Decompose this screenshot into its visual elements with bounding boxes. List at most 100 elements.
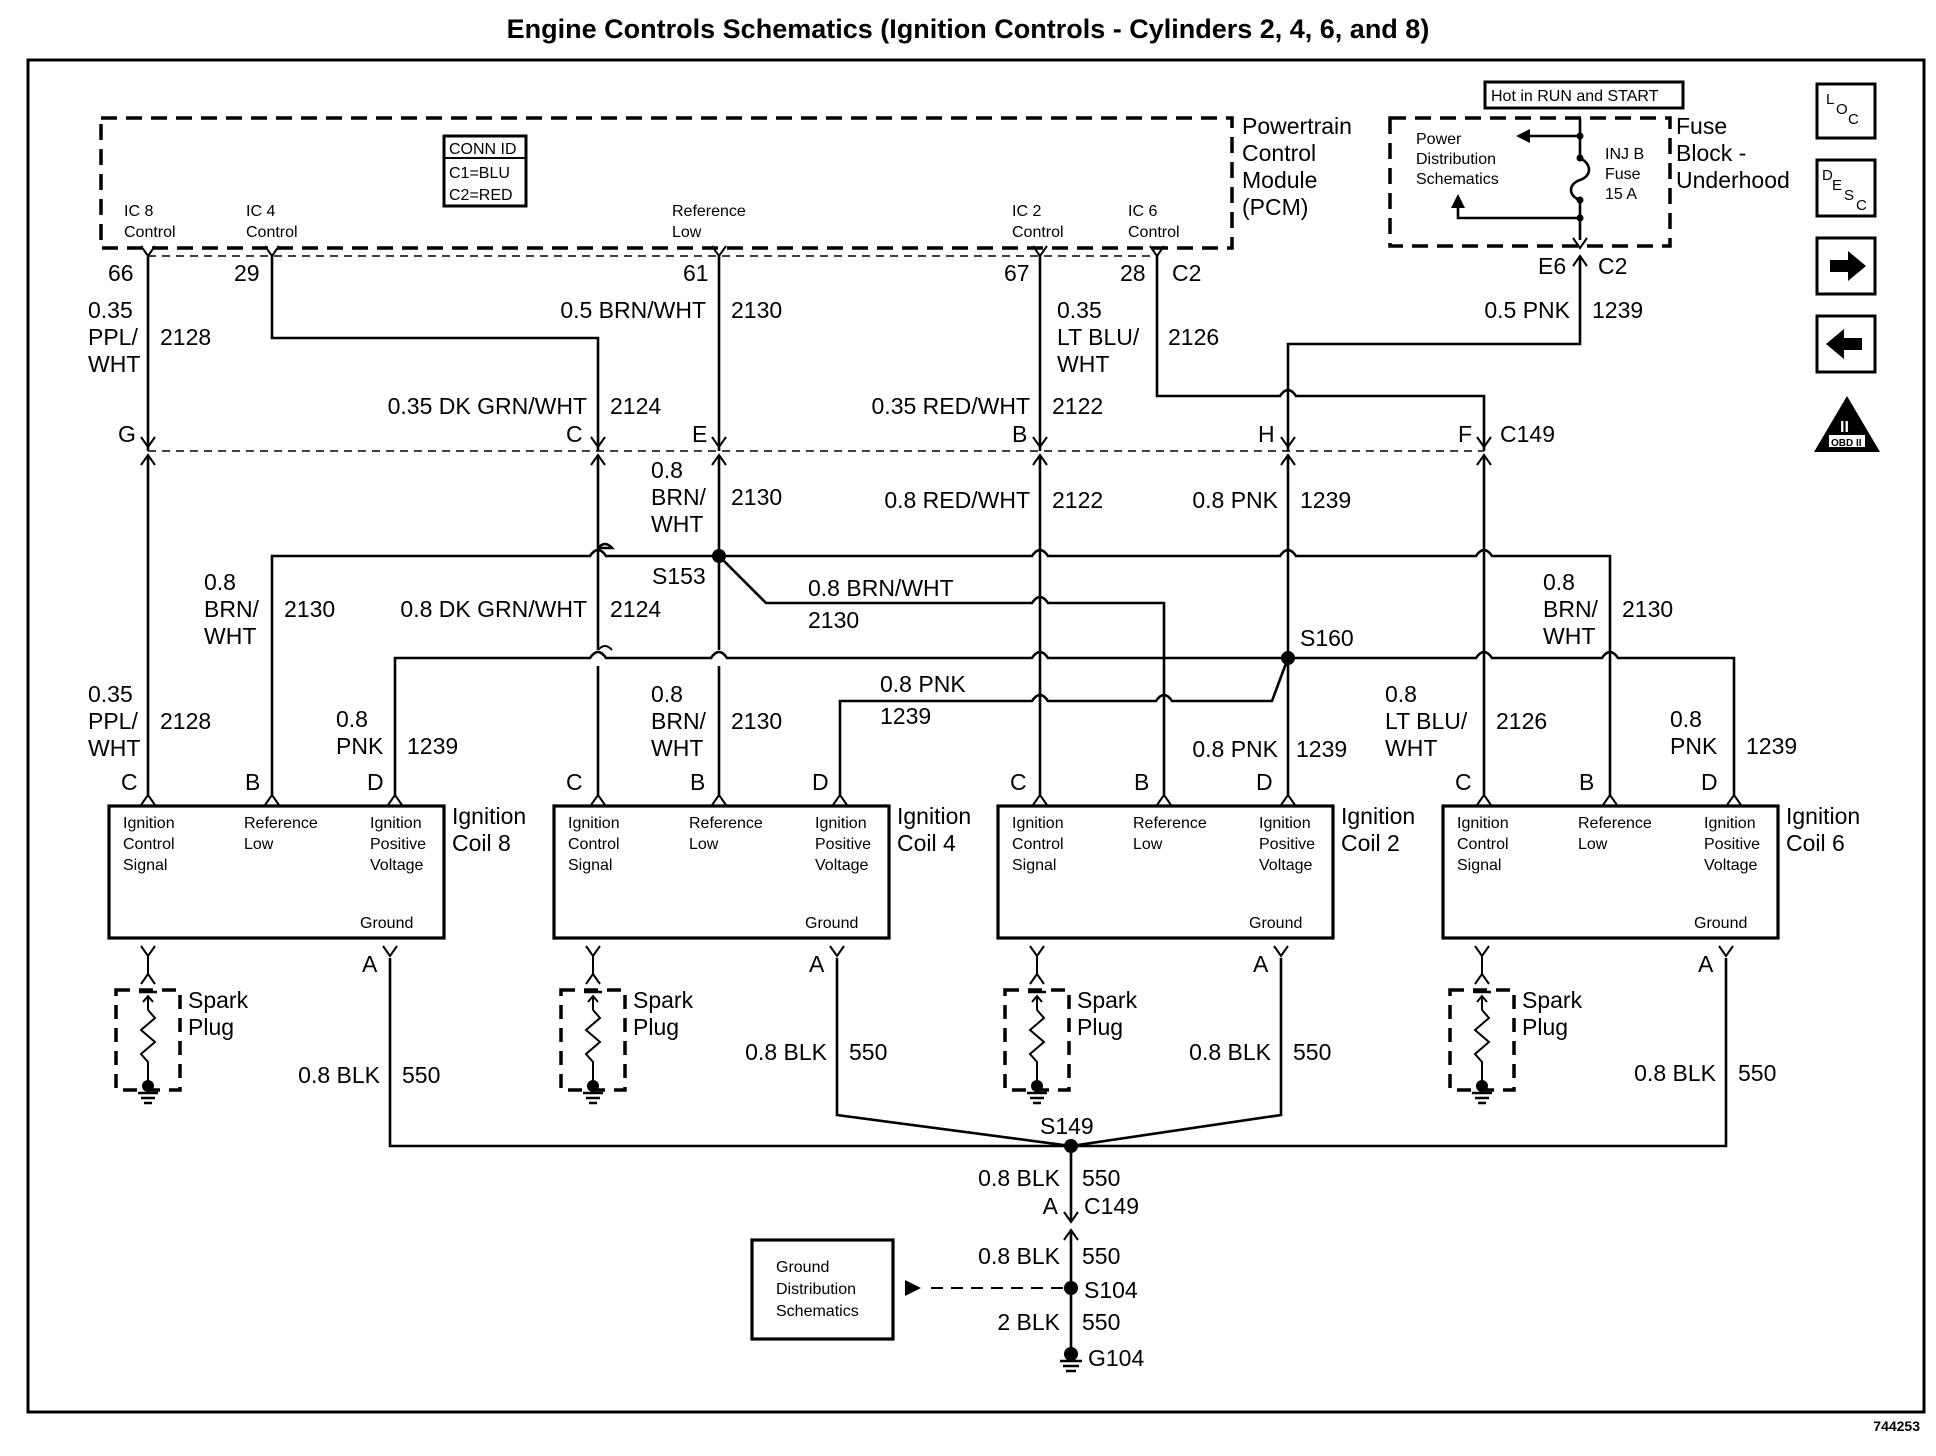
diagram-id: 744253 [1873,1418,1920,1434]
obd2-icon[interactable]: OBD II II [1814,396,1880,452]
ignition-coils: IgnitionControlSignalReferenceLowIgnitio… [107,769,1860,1105]
coil-pin: A [809,951,825,977]
wire-circuit: 1239 [1592,297,1643,323]
upper-wiring [140,245,1582,451]
wire-gauge: BRN/ [651,484,707,510]
ground-distribution-box[interactable] [750,1238,895,1341]
wire-gauge: WHT [1057,351,1109,377]
pcm-pin-label: IC 4 [246,203,275,220]
coil-terminal-label: Ground [360,915,413,932]
coil-terminal-label: Reference [1578,815,1652,832]
coil-terminal-label: Low [689,836,719,853]
wire-gauge: 0.35 [88,297,133,323]
spark-plug-icon [1448,945,1516,1105]
wire-gauge: PPL/ [88,324,138,350]
prev-button[interactable] [1815,314,1877,374]
diagram-title: Engine Controls Schematics (Ignition Con… [506,14,1430,44]
wire-gauge: WHT [88,351,140,377]
svg-text:L: L [1826,91,1834,108]
wire-circuit: 2130 [284,596,335,622]
coil-terminal-label: Signal [1012,857,1056,874]
spark-plug-label: Spark [633,987,694,1013]
c149-connector [140,436,1492,466]
coil-pin: A [1253,951,1269,977]
ground-label: G104 [1088,1345,1144,1371]
wire-circuit: 2124 [610,393,661,419]
coil-name: Ignition [452,803,526,829]
wire-gauge: WHT [204,623,256,649]
pcm-pin-number: 61 [683,260,709,286]
coil-name: Ignition [1341,803,1415,829]
wire-gauge: WHT [88,735,140,761]
wire-circuit: 1239 [1746,733,1797,759]
wire-gauge: LT BLU/ [1385,708,1468,734]
pcm-pin-label: Control [124,224,176,241]
coil-pin: C [121,769,138,795]
coil-terminal-label: Reference [244,815,318,832]
left-arrow-icon [1826,329,1862,359]
splice-s160 [1281,651,1295,665]
coil-terminal-label: Signal [568,857,612,874]
coil-terminal-label: Ground [1694,915,1747,932]
wire-circuit: 2122 [1052,393,1103,419]
wire-circuit: 550 [1293,1039,1331,1065]
svg-text:S: S [1844,187,1854,204]
coil-pin: D [1256,769,1273,795]
fuse-pin-number: E6 [1538,253,1566,279]
wire-circuit: 2128 [160,324,211,350]
loc-button[interactable]: LOC [1815,82,1877,140]
wire-gauge: 0.35 [88,681,133,707]
coil-pin: C [1455,769,1472,795]
ground-network [388,958,1728,1373]
wire-gauge: WHT [1543,623,1595,649]
coil-terminal-label: Low [1578,836,1608,853]
wire-gauge: 0.8 PNK [1192,487,1278,513]
coil-terminal-label: Ignition [1704,815,1756,832]
pcm-connector-id: C2 [1172,260,1201,286]
next-button[interactable] [1815,236,1877,296]
pcm-pin-label: Low [672,224,702,241]
c149-connector-id: C149 [1084,1193,1139,1219]
wire-gauge: 0.8 BLK [298,1062,380,1088]
power-dist-arrow-icon [1516,129,1530,143]
coil-terminal-label: Ignition [370,815,422,832]
coil-terminal-label: Ignition [1259,815,1311,832]
pcm-pin-label: Control [1128,224,1180,241]
coil-terminal-label: Ground [1249,915,1302,932]
coil-pin: A [1698,951,1714,977]
coil-pin: B [690,769,705,795]
splice-s153 [712,549,726,563]
spark-plug-icon [1003,945,1071,1105]
coil-box [1441,804,1780,940]
wire-gauge: 0.8 BLK [1189,1039,1271,1065]
coil-terminal-label: Low [244,836,274,853]
c149-connector-id: C149 [1500,421,1555,447]
pcm-pin-number: 29 [234,260,260,286]
c149-pin: B [1012,421,1027,447]
ignition-coil-2: IgnitionControlSignalReferenceLowIgnitio… [996,769,1415,1105]
fuse-block-name: Fuse [1676,113,1727,139]
spark-plug-label: Plug [633,1014,679,1040]
spark-plug-label: Spark [1077,987,1138,1013]
pcm-name-line: Module [1242,167,1317,193]
coil-pin: D [1701,769,1718,795]
coil-terminal-label: Positive [815,836,871,853]
coil-terminal-label: Voltage [370,857,423,874]
ground-g104-icon [1060,1347,1082,1373]
pcm-pin-label: IC 6 [1128,203,1157,220]
c149-pin: A [1043,1193,1059,1219]
fuse-label: Fuse [1605,166,1641,183]
wire-gauge: PNK [1670,733,1718,759]
splice-label: S153 [652,563,706,589]
coil-terminal-label: Ignition [1012,815,1064,832]
spark-plug-icon [114,945,182,1105]
power-dist-arrow-icon [1451,194,1465,208]
wire-circuit: 2130 [731,708,782,734]
coil-terminal-label: Ground [805,915,858,932]
wire-gauge: 0.5 PNK [1484,297,1570,323]
coil-terminal-label: Positive [370,836,426,853]
fuse-symbol-icon [1569,156,1591,202]
wire-circuit: 1239 [1296,736,1347,762]
fuse-connector-id: C2 [1598,253,1627,279]
